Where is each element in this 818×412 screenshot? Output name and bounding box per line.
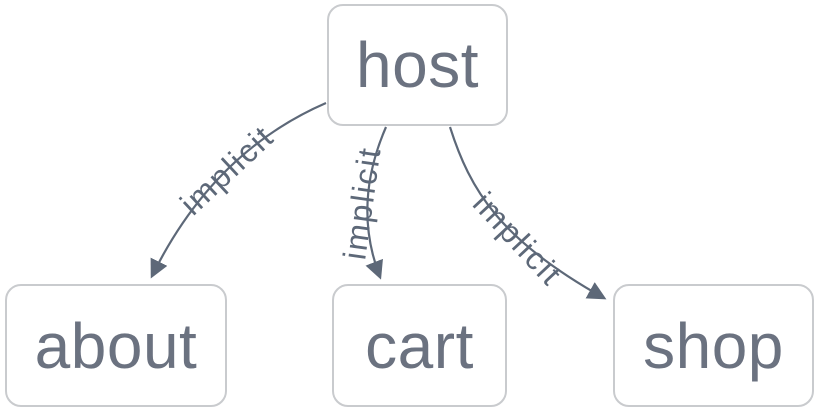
edge-host-cart [365,126,388,280]
edge-host-about [150,101,327,279]
node-about: about [5,284,227,407]
node-cart: cart [332,284,507,407]
node-host: host [327,4,508,126]
node-about-label: about [34,309,198,382]
edge-host-shop [448,126,607,300]
node-cart-label: cart [365,309,474,382]
node-host-label: host [356,29,479,101]
node-shop: shop [613,284,814,407]
node-shop-label: shop [643,309,784,382]
